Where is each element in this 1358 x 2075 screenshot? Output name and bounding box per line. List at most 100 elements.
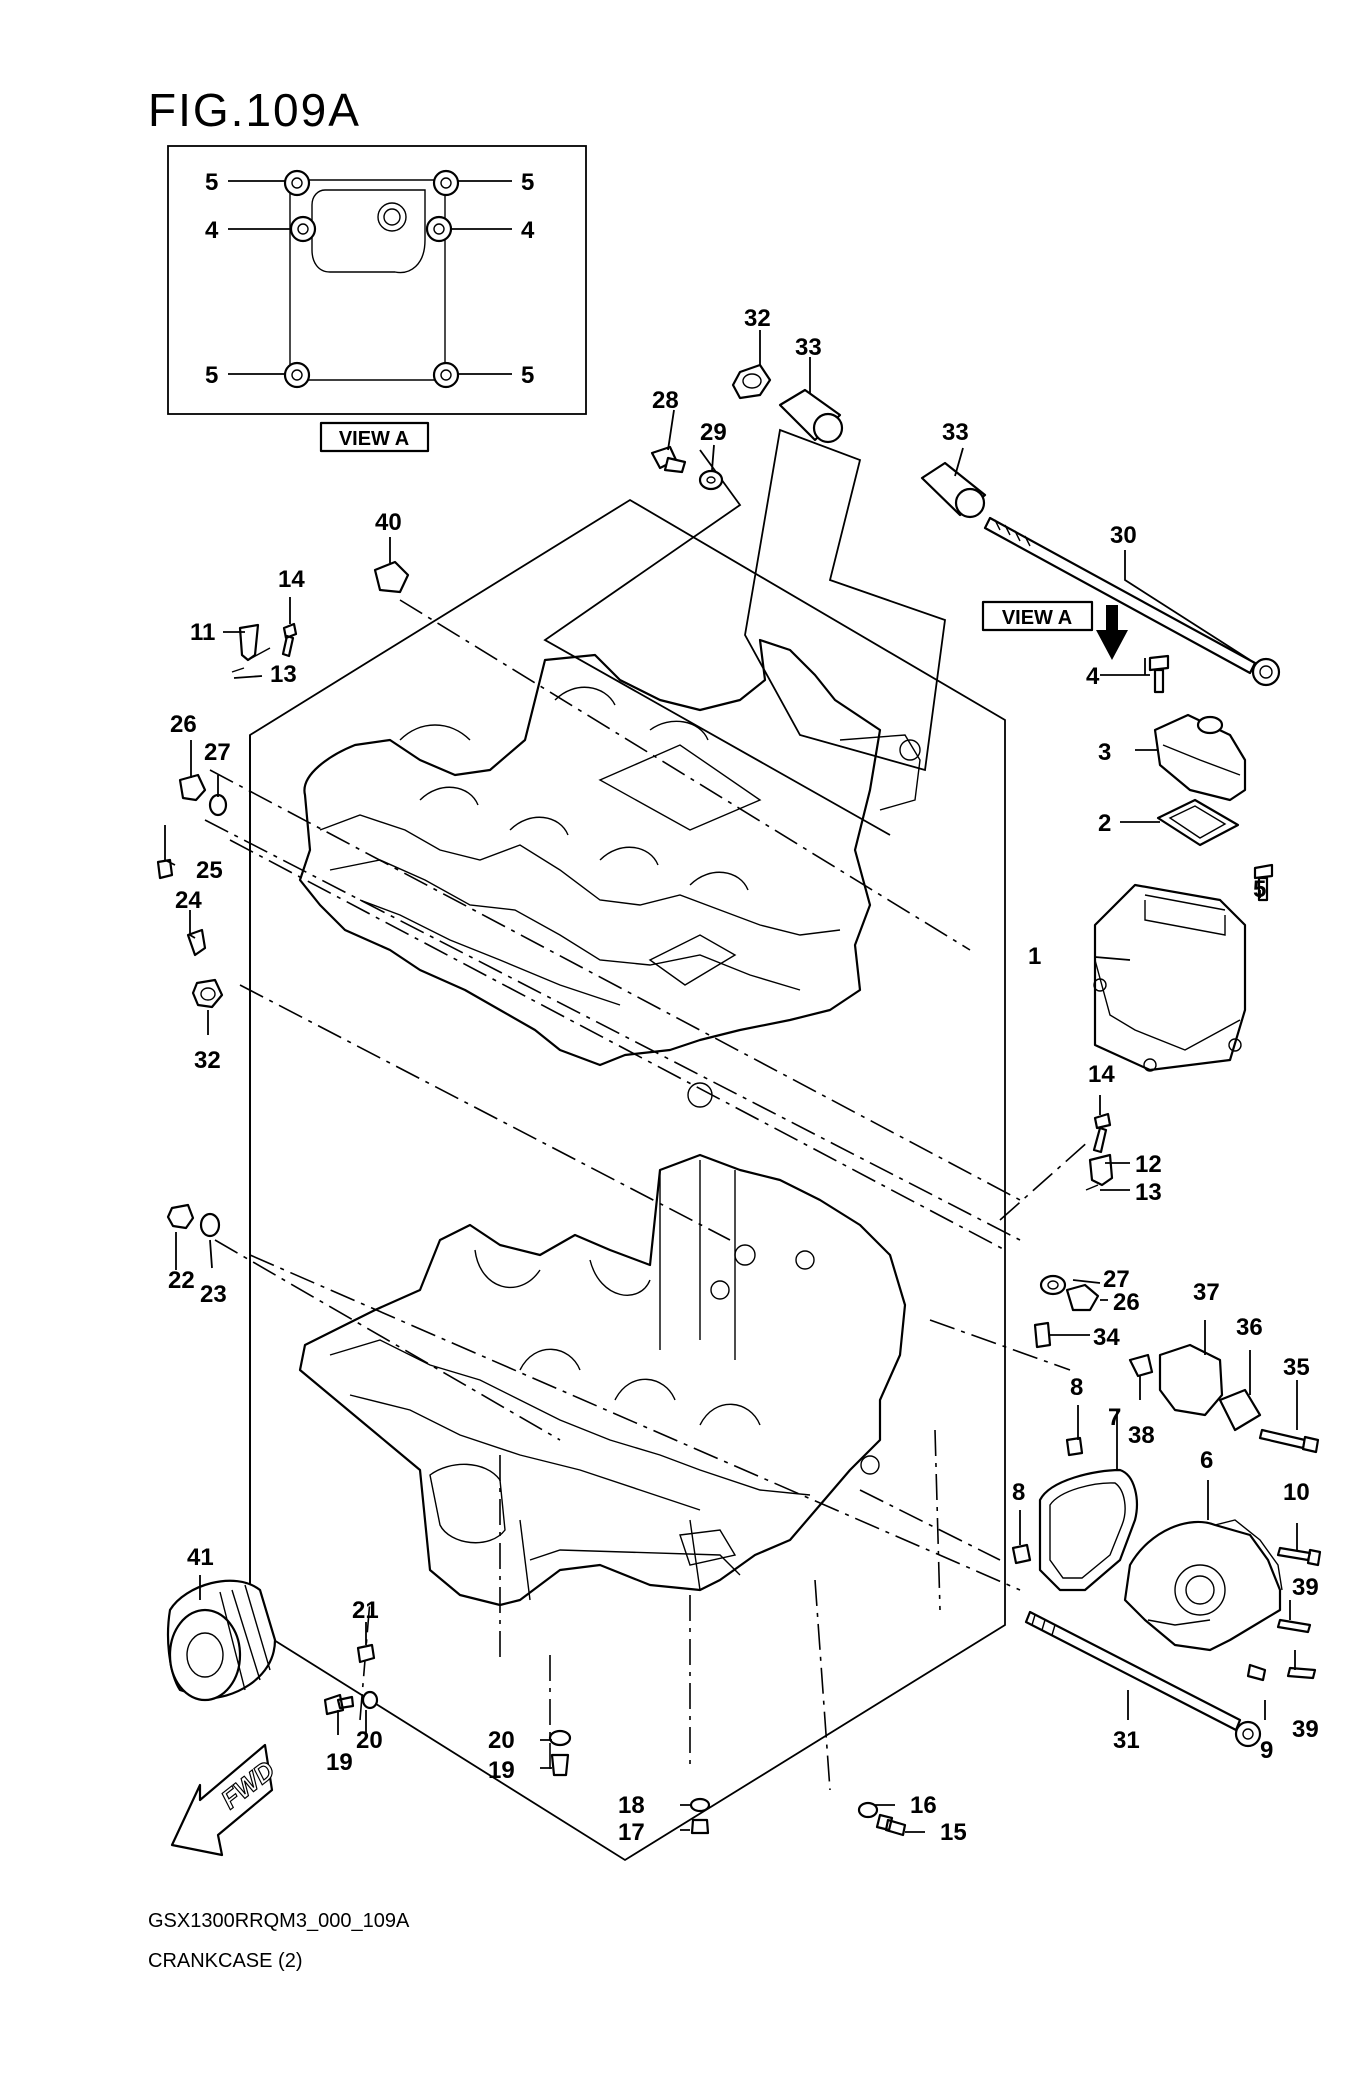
part-20-mid-washer bbox=[548, 1729, 572, 1747]
callout-27-right: 27 bbox=[1103, 1266, 1130, 1293]
callout-35: 35 bbox=[1283, 1354, 1310, 1381]
part-11-clamp bbox=[238, 623, 271, 662]
callout-23: 23 bbox=[200, 1281, 227, 1308]
part-31-long-bolt bbox=[1024, 1610, 1262, 1748]
callout-14-mid: 14 bbox=[1088, 1061, 1115, 1088]
callout-26-right: 26 bbox=[1113, 1289, 1140, 1316]
callout-29: 29 bbox=[700, 419, 727, 446]
callout-40: 40 bbox=[375, 509, 402, 536]
part-33-right-sleeve bbox=[920, 461, 987, 519]
view-a-inset: 5 5 4 4 5 5 bbox=[167, 145, 587, 415]
part-37-housing bbox=[1158, 1343, 1224, 1417]
part-14-top-bolt bbox=[281, 622, 298, 658]
callout-6: 6 bbox=[1200, 1447, 1213, 1474]
callout-28: 28 bbox=[652, 387, 679, 414]
part-20-left-washer bbox=[361, 1690, 379, 1710]
callout-11: 11 bbox=[190, 619, 215, 646]
part-28-bolt bbox=[650, 445, 687, 474]
part-32-top-nut bbox=[731, 363, 772, 400]
callout-16: 16 bbox=[910, 1792, 937, 1819]
callout-15: 15 bbox=[940, 1819, 967, 1846]
view-a-bolt-bl bbox=[283, 361, 311, 389]
part-19-mid-bolt bbox=[550, 1753, 570, 1777]
callout-labels: 32 33 28 29 33 30 40 14 11 13 26 27 25 2… bbox=[168, 305, 1319, 1846]
callout-8-top: 8 bbox=[1070, 1374, 1083, 1401]
view-a-callout-5-tl: 5 bbox=[205, 169, 218, 196]
callout-33-right: 33 bbox=[942, 419, 969, 446]
part-7-gasket bbox=[1038, 1468, 1138, 1592]
callout-30: 30 bbox=[1110, 522, 1137, 549]
part-39-top-stud bbox=[1276, 1618, 1312, 1634]
part-14-mid-bolt bbox=[1092, 1112, 1112, 1154]
view-a-callout-4-l: 4 bbox=[205, 217, 219, 244]
part-6-water-pump-cover bbox=[1123, 1519, 1283, 1652]
callout-24: 24 bbox=[175, 887, 202, 914]
part-38-gasket bbox=[1128, 1353, 1154, 1378]
callout-19-mid: 19 bbox=[488, 1757, 515, 1784]
callout-20-left: 20 bbox=[356, 1727, 383, 1754]
part-8-bot-dowel bbox=[1011, 1543, 1032, 1565]
part-23-washer bbox=[199, 1212, 221, 1238]
part-2-gasket bbox=[1156, 798, 1240, 847]
part-9-bolt bbox=[1246, 1663, 1267, 1682]
callout-20-mid: 20 bbox=[488, 1727, 515, 1754]
callout-33-top: 33 bbox=[795, 334, 822, 361]
alignment-lines bbox=[204, 428, 1091, 1791]
part-17-plug bbox=[690, 1818, 710, 1835]
part-3-cover bbox=[1153, 713, 1247, 802]
part-21-plug bbox=[356, 1643, 376, 1664]
part-26-right-plug bbox=[1065, 1283, 1100, 1312]
callout-25: 25 bbox=[196, 857, 223, 884]
callout-21: 21 bbox=[352, 1597, 379, 1624]
part-22-nut bbox=[166, 1203, 195, 1230]
part-10-bolt bbox=[1276, 1546, 1322, 1567]
callout-10: 10 bbox=[1283, 1479, 1310, 1506]
part-1-breather-cover bbox=[1093, 883, 1247, 1072]
part-19-left-bolt bbox=[323, 1693, 355, 1716]
part-8-top-dowel bbox=[1065, 1436, 1084, 1457]
callout-39-bot: 39 bbox=[1292, 1716, 1319, 1743]
part-32-left-nut bbox=[191, 978, 224, 1009]
footer-code: GSX1300RRQM3_000_109A bbox=[148, 1910, 410, 1932]
callout-3: 3 bbox=[1098, 739, 1111, 766]
view-a-bolt-tr bbox=[432, 169, 460, 197]
callout-4: 4 bbox=[1086, 663, 1100, 690]
figure-title: FIG.109A bbox=[148, 84, 361, 136]
upper-crankcase bbox=[298, 638, 921, 1108]
callout-17: 17 bbox=[618, 1819, 645, 1846]
part-33-top-sleeve bbox=[778, 388, 844, 444]
part-12-clamp bbox=[1088, 1153, 1114, 1187]
fwd-direction-arrow-icon: FWD bbox=[170, 1743, 281, 1857]
view-a-tag-inset: VIEW A bbox=[319, 421, 430, 453]
callout-19-left: 19 bbox=[326, 1749, 353, 1776]
view-a-arrow-icon bbox=[1096, 605, 1128, 660]
svg-text:VIEW A: VIEW A bbox=[339, 428, 409, 450]
callout-31: 31 bbox=[1113, 1727, 1140, 1754]
svg-text:VIEW A: VIEW A bbox=[1002, 607, 1072, 629]
callout-37: 37 bbox=[1193, 1279, 1220, 1306]
callout-13-top: 13 bbox=[270, 661, 297, 688]
callout-41: 41 bbox=[187, 1544, 214, 1571]
view-a-tag-main: VIEW A bbox=[981, 600, 1094, 632]
lower-crankcase bbox=[298, 1153, 907, 1607]
callout-36: 36 bbox=[1236, 1314, 1263, 1341]
callout-34: 34 bbox=[1093, 1324, 1120, 1351]
part-35-bolt bbox=[1258, 1428, 1320, 1454]
view-a-callout-4-r: 4 bbox=[521, 217, 535, 244]
footer-name: CRANKCASE (2) bbox=[148, 1950, 302, 1972]
part-26-left-plug bbox=[178, 773, 207, 802]
part-27-right-washer bbox=[1039, 1274, 1067, 1296]
callout-14-top: 14 bbox=[278, 566, 305, 593]
view-a-bolt-tl bbox=[283, 169, 311, 197]
callout-32-top: 32 bbox=[744, 305, 771, 332]
callout-9: 9 bbox=[1260, 1737, 1273, 1764]
part-36-collar bbox=[1218, 1388, 1262, 1432]
part-40-grommet bbox=[373, 560, 410, 594]
callout-8-bot: 8 bbox=[1012, 1479, 1025, 1506]
part-18-washer bbox=[689, 1797, 711, 1813]
view-a-callout-5-tr: 5 bbox=[521, 169, 534, 196]
part-29-washer bbox=[698, 469, 724, 491]
view-a-bolt-ml bbox=[289, 215, 317, 243]
callout-26-left: 26 bbox=[170, 711, 197, 738]
